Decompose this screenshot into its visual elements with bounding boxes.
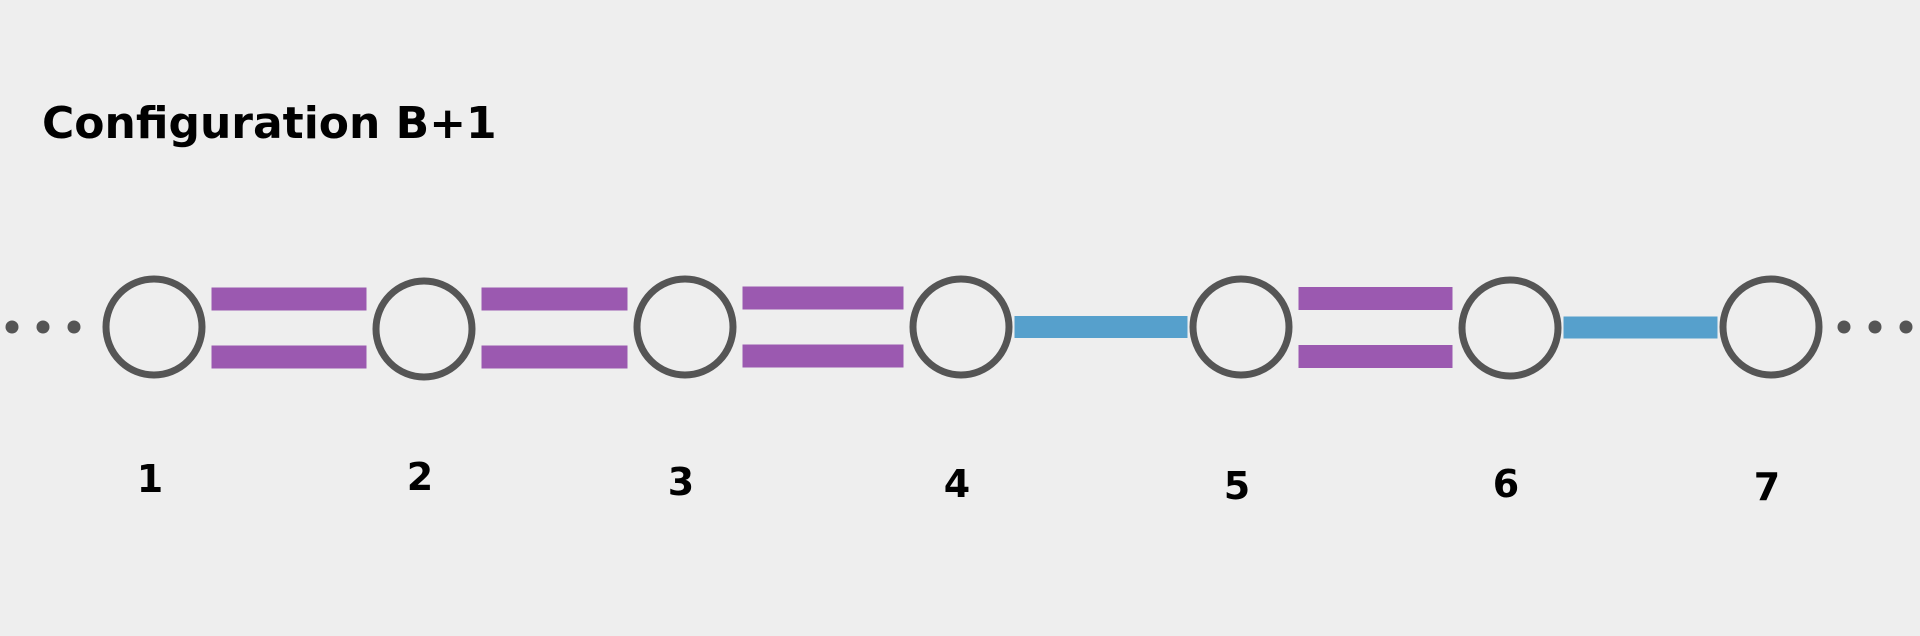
diagram-title: Configuration B+1 [42, 98, 497, 149]
ellipsis-right-dot-1 [1837, 320, 1851, 334]
single-bond-4-5 [1014, 316, 1188, 338]
node-circle-1 [102, 275, 206, 379]
node-circle-7 [1719, 275, 1823, 379]
double-bond-lower-bar-2-3 [481, 345, 628, 369]
node-label-4: 4 [944, 462, 970, 506]
node-label-5: 5 [1224, 464, 1250, 508]
double-bond-lower-bar-3-4 [742, 344, 904, 368]
node-label-6: 6 [1493, 462, 1519, 506]
node-label-2: 2 [407, 455, 433, 499]
node-circle-3 [633, 275, 737, 379]
ellipsis-right-dot-2 [1868, 320, 1882, 334]
node-label-1: 1 [137, 457, 163, 501]
node-circle-6 [1458, 276, 1562, 380]
double-bond-lower-bar-5-6 [1298, 345, 1453, 368]
single-bond-6-7 [1563, 316, 1718, 339]
node-circle-2 [372, 277, 476, 381]
node-circle-4 [909, 275, 1013, 379]
node-label-3: 3 [668, 460, 694, 504]
ellipsis-left-dot-3 [67, 320, 81, 334]
ellipsis-right-dot-3 [1899, 320, 1913, 334]
double-bond-lower-bar-1-2 [211, 345, 367, 369]
node-circle-5 [1189, 275, 1293, 379]
ellipsis-left-dot-2 [36, 320, 50, 334]
ellipsis-left-dot-1 [5, 320, 19, 334]
node-label-7: 7 [1754, 465, 1780, 509]
double-bond-upper-bar-1-2 [211, 287, 367, 311]
double-bond-upper-bar-3-4 [742, 286, 904, 310]
double-bond-upper-bar-5-6 [1298, 287, 1453, 310]
double-bond-upper-bar-2-3 [481, 287, 628, 311]
